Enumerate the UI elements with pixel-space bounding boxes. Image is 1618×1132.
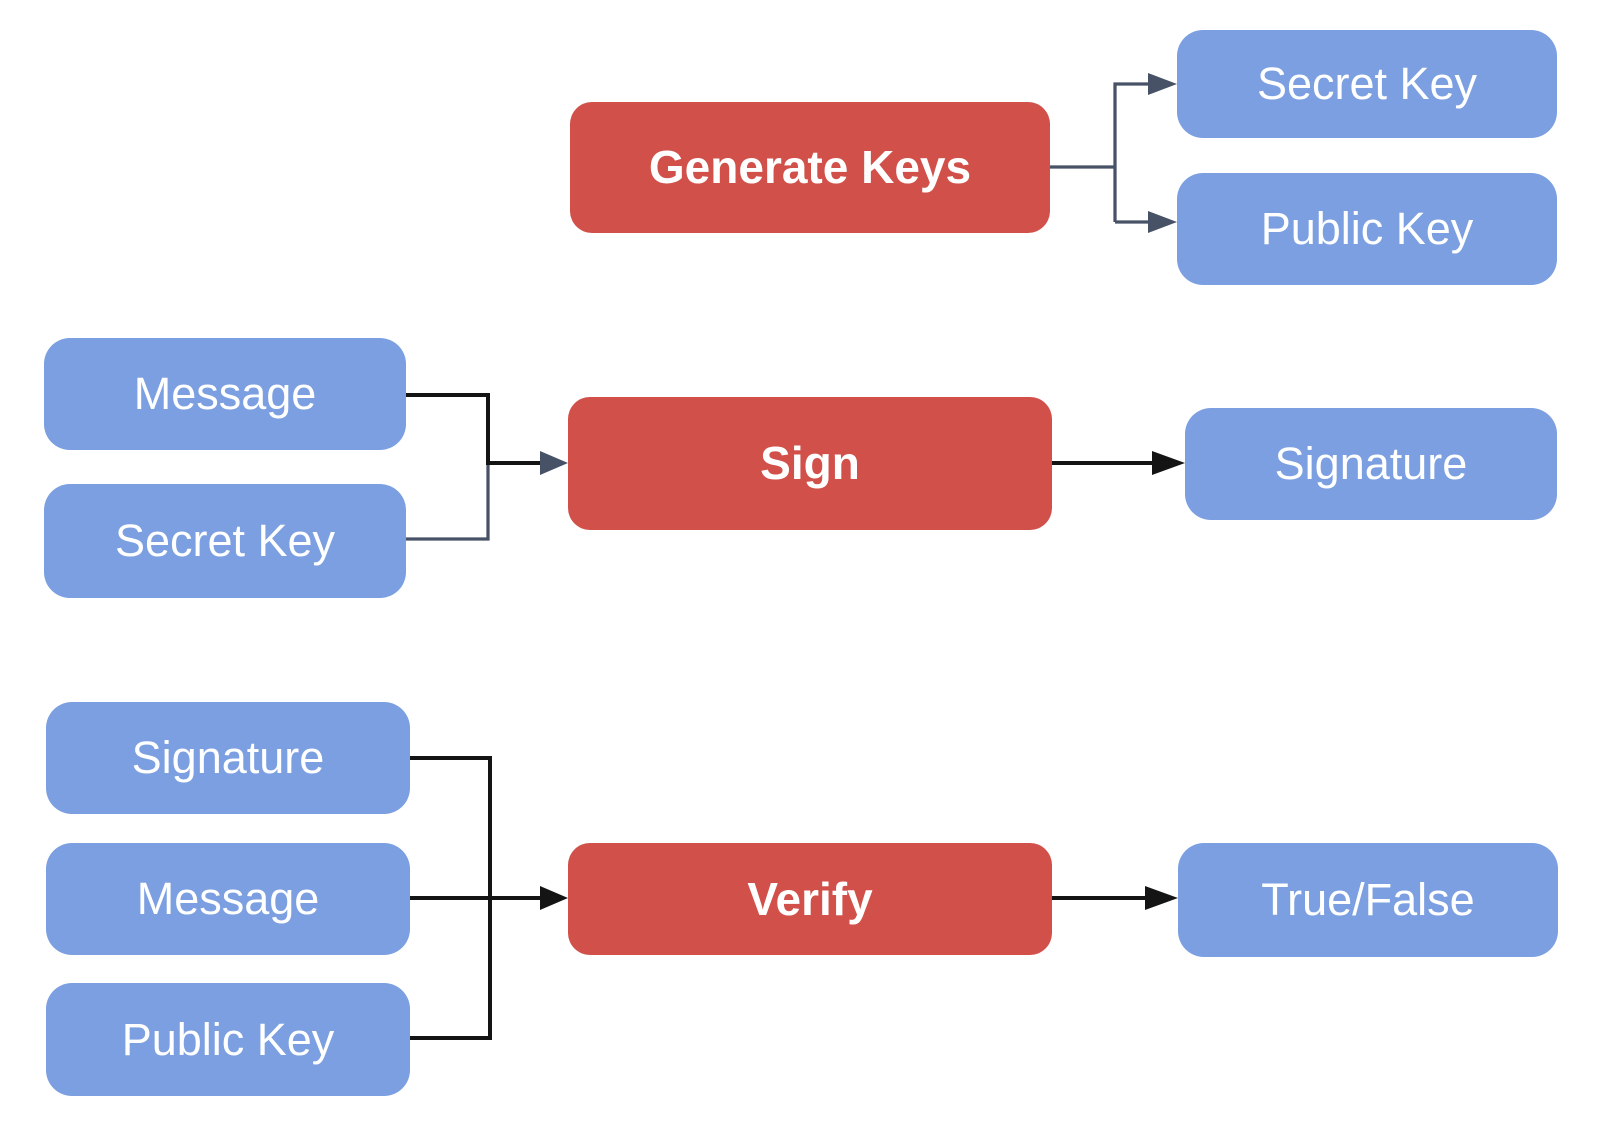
node-signature-output: Signature xyxy=(1185,408,1557,520)
edge-secret-key-to-sign xyxy=(406,461,490,541)
node-secret-key-output: Secret Key xyxy=(1177,30,1557,138)
node-signature-verify-input: Signature xyxy=(46,702,410,814)
edge-message-to-sign xyxy=(406,393,540,465)
node-verify: Verify xyxy=(568,843,1052,955)
node-public-key-output: Public Key xyxy=(1177,173,1557,285)
node-generate-keys: Generate Keys xyxy=(570,102,1050,233)
node-public-key-verify-input: Public Key xyxy=(46,983,410,1096)
arrowhead-to-sign xyxy=(540,451,568,475)
node-message-verify-input: Message xyxy=(46,843,410,955)
edge-generate-keys-branch xyxy=(1050,82,1148,224)
arrowhead-to-true-false xyxy=(1145,886,1178,910)
arrowhead-to-signature xyxy=(1152,451,1185,475)
node-message-sign-input: Message xyxy=(44,338,406,450)
arrowhead-to-verify xyxy=(540,886,568,910)
arrowhead-to-public-key xyxy=(1148,211,1177,233)
node-sign: Sign xyxy=(568,397,1052,530)
node-secret-key-sign-input: Secret Key xyxy=(44,484,406,598)
node-true-false-output: True/False xyxy=(1178,843,1558,957)
arrowhead-to-secret-key xyxy=(1148,73,1177,95)
